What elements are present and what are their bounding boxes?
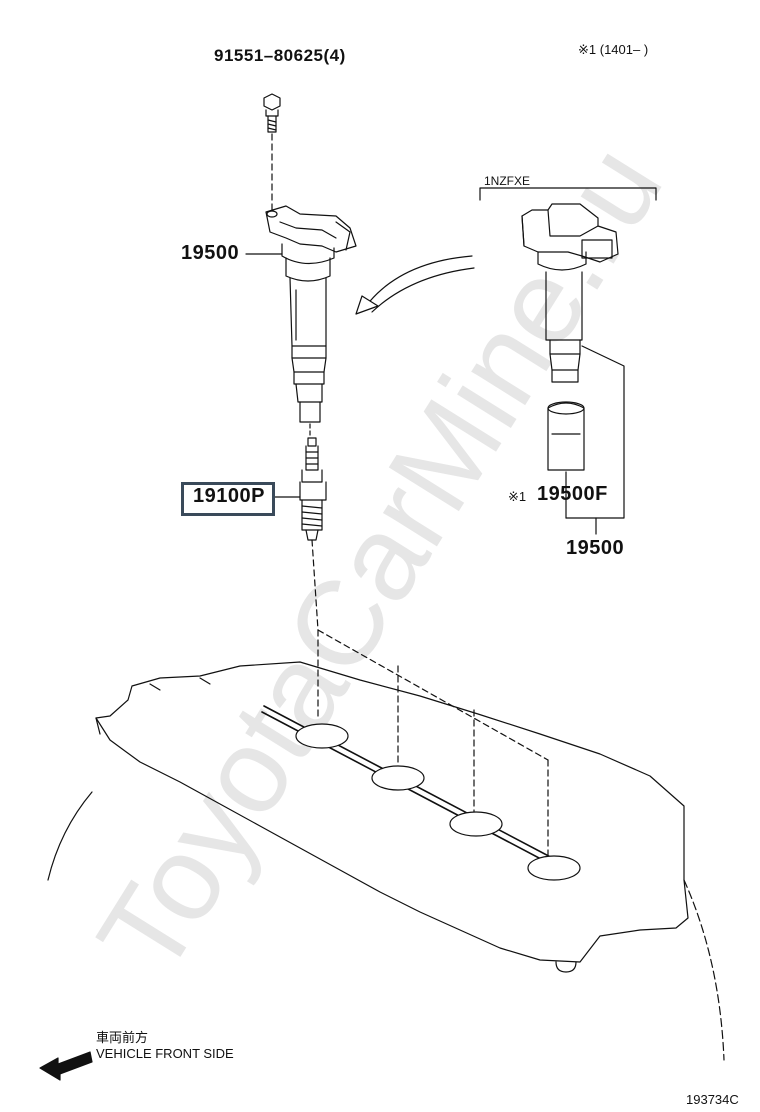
spark-plug-drawing [299,437,327,631]
direction-label-en: VEHICLE FRONT SIDE [96,1046,234,1061]
front-direction-arrow [39,1051,93,1081]
part-number-alt-ignition-coil[interactable]: 19500 [566,537,625,559]
part-number-bolt[interactable]: 91551–80625(4) [214,46,346,65]
curved-arrow [355,255,475,315]
engine-head-outline [47,661,725,1061]
bolt-drawing [263,93,281,213]
direction-label-jp: 車両前方 [96,1030,149,1045]
engine-variant-bracket [479,187,657,201]
engine-variant-label: 1NZFXE [484,174,531,188]
dashed-guide-lines [317,629,549,857]
note-marker: ※1 [508,489,527,504]
part-number-coil-component[interactable]: 19500F [537,483,608,505]
part-number-spark-plug[interactable]: 19100P [193,485,265,507]
part-number-ignition-coil[interactable]: 19500 [181,242,240,264]
highlighted-part-box [181,482,275,516]
figure-id: 193734C [686,1092,739,1107]
ignition-coil-drawing [265,205,357,437]
cylinder-holes [295,723,581,881]
note-date-range: ※1 (1401– ) [578,42,649,57]
alt-ignition-coil-drawing [521,203,625,535]
